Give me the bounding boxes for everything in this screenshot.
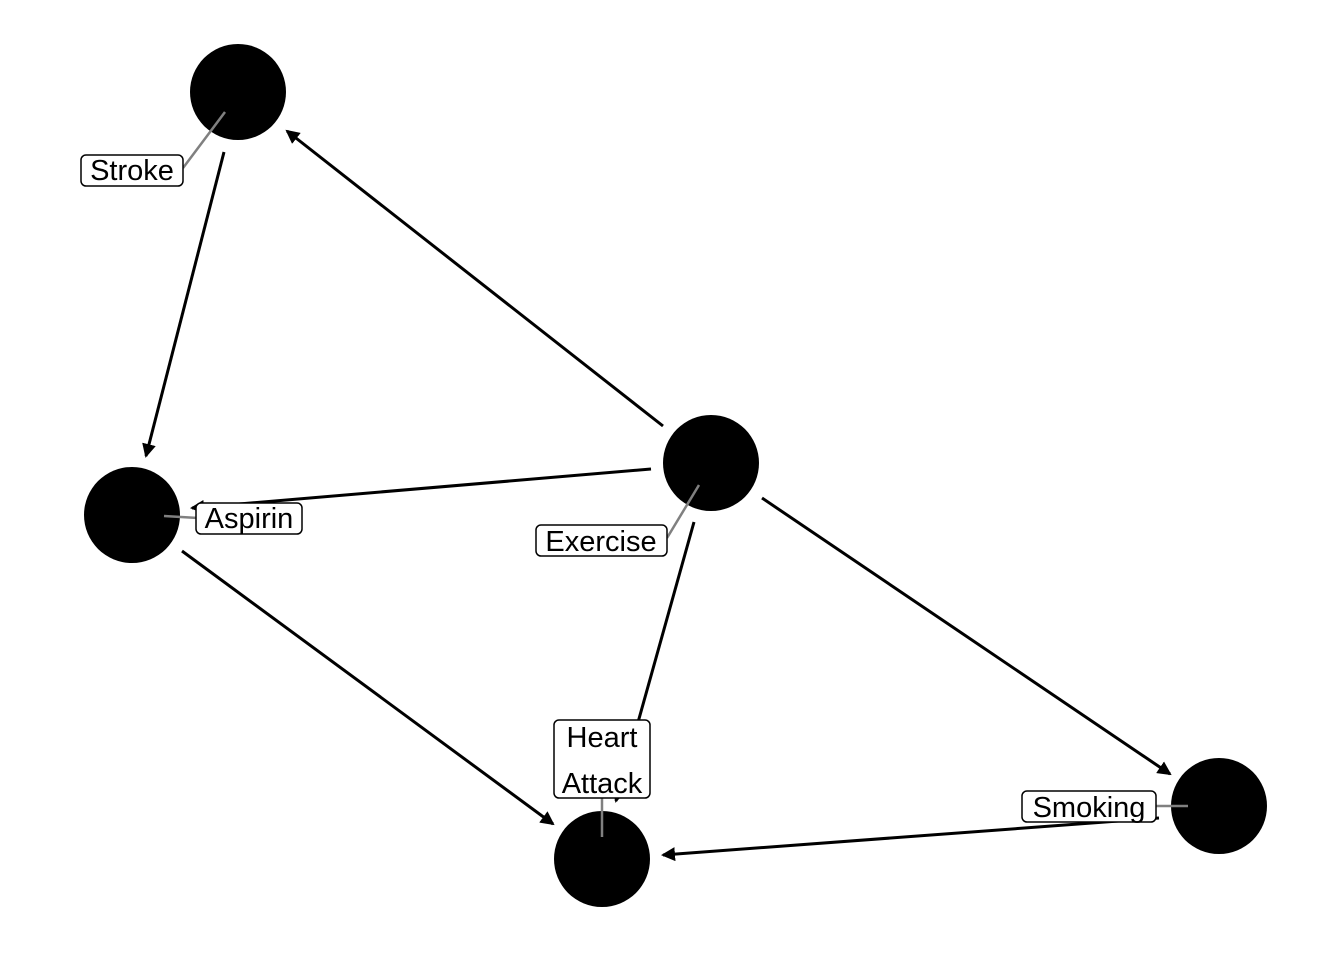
edge-stroke-aspirin xyxy=(142,151,226,458)
label-stroke-text: Stroke xyxy=(90,155,174,187)
node-stroke xyxy=(190,44,286,140)
label-heart-attack-line2: Attack xyxy=(562,768,643,800)
leader-stroke xyxy=(182,111,226,169)
label-smoking: Smoking xyxy=(1021,790,1157,824)
label-heart-attack: Heart Attack xyxy=(553,719,651,800)
label-smoking-text: Smoking xyxy=(1033,792,1146,824)
leader-exercise xyxy=(665,484,701,539)
label-aspirin: Aspirin xyxy=(195,502,303,535)
leader-aspirin xyxy=(163,514,199,520)
edge-exercise-aspirin xyxy=(190,467,652,514)
label-heart-attack-line1: Heart xyxy=(567,722,638,754)
node-heart-attack xyxy=(554,811,650,907)
label-stroke: Stroke xyxy=(80,154,184,187)
node-exercise xyxy=(663,415,759,511)
node-aspirin xyxy=(84,467,180,563)
edge-exercise-smoking xyxy=(761,496,1172,776)
label-exercise-text: Exercise xyxy=(545,526,656,558)
label-aspirin-text: Aspirin xyxy=(205,503,294,535)
node-smoking xyxy=(1171,758,1267,854)
edge-exercise-stroke xyxy=(285,129,664,428)
edge-smoking-heart-attack xyxy=(661,816,1160,862)
edge-aspirin-heart-attack xyxy=(181,549,555,826)
label-exercise: Exercise xyxy=(535,524,668,558)
